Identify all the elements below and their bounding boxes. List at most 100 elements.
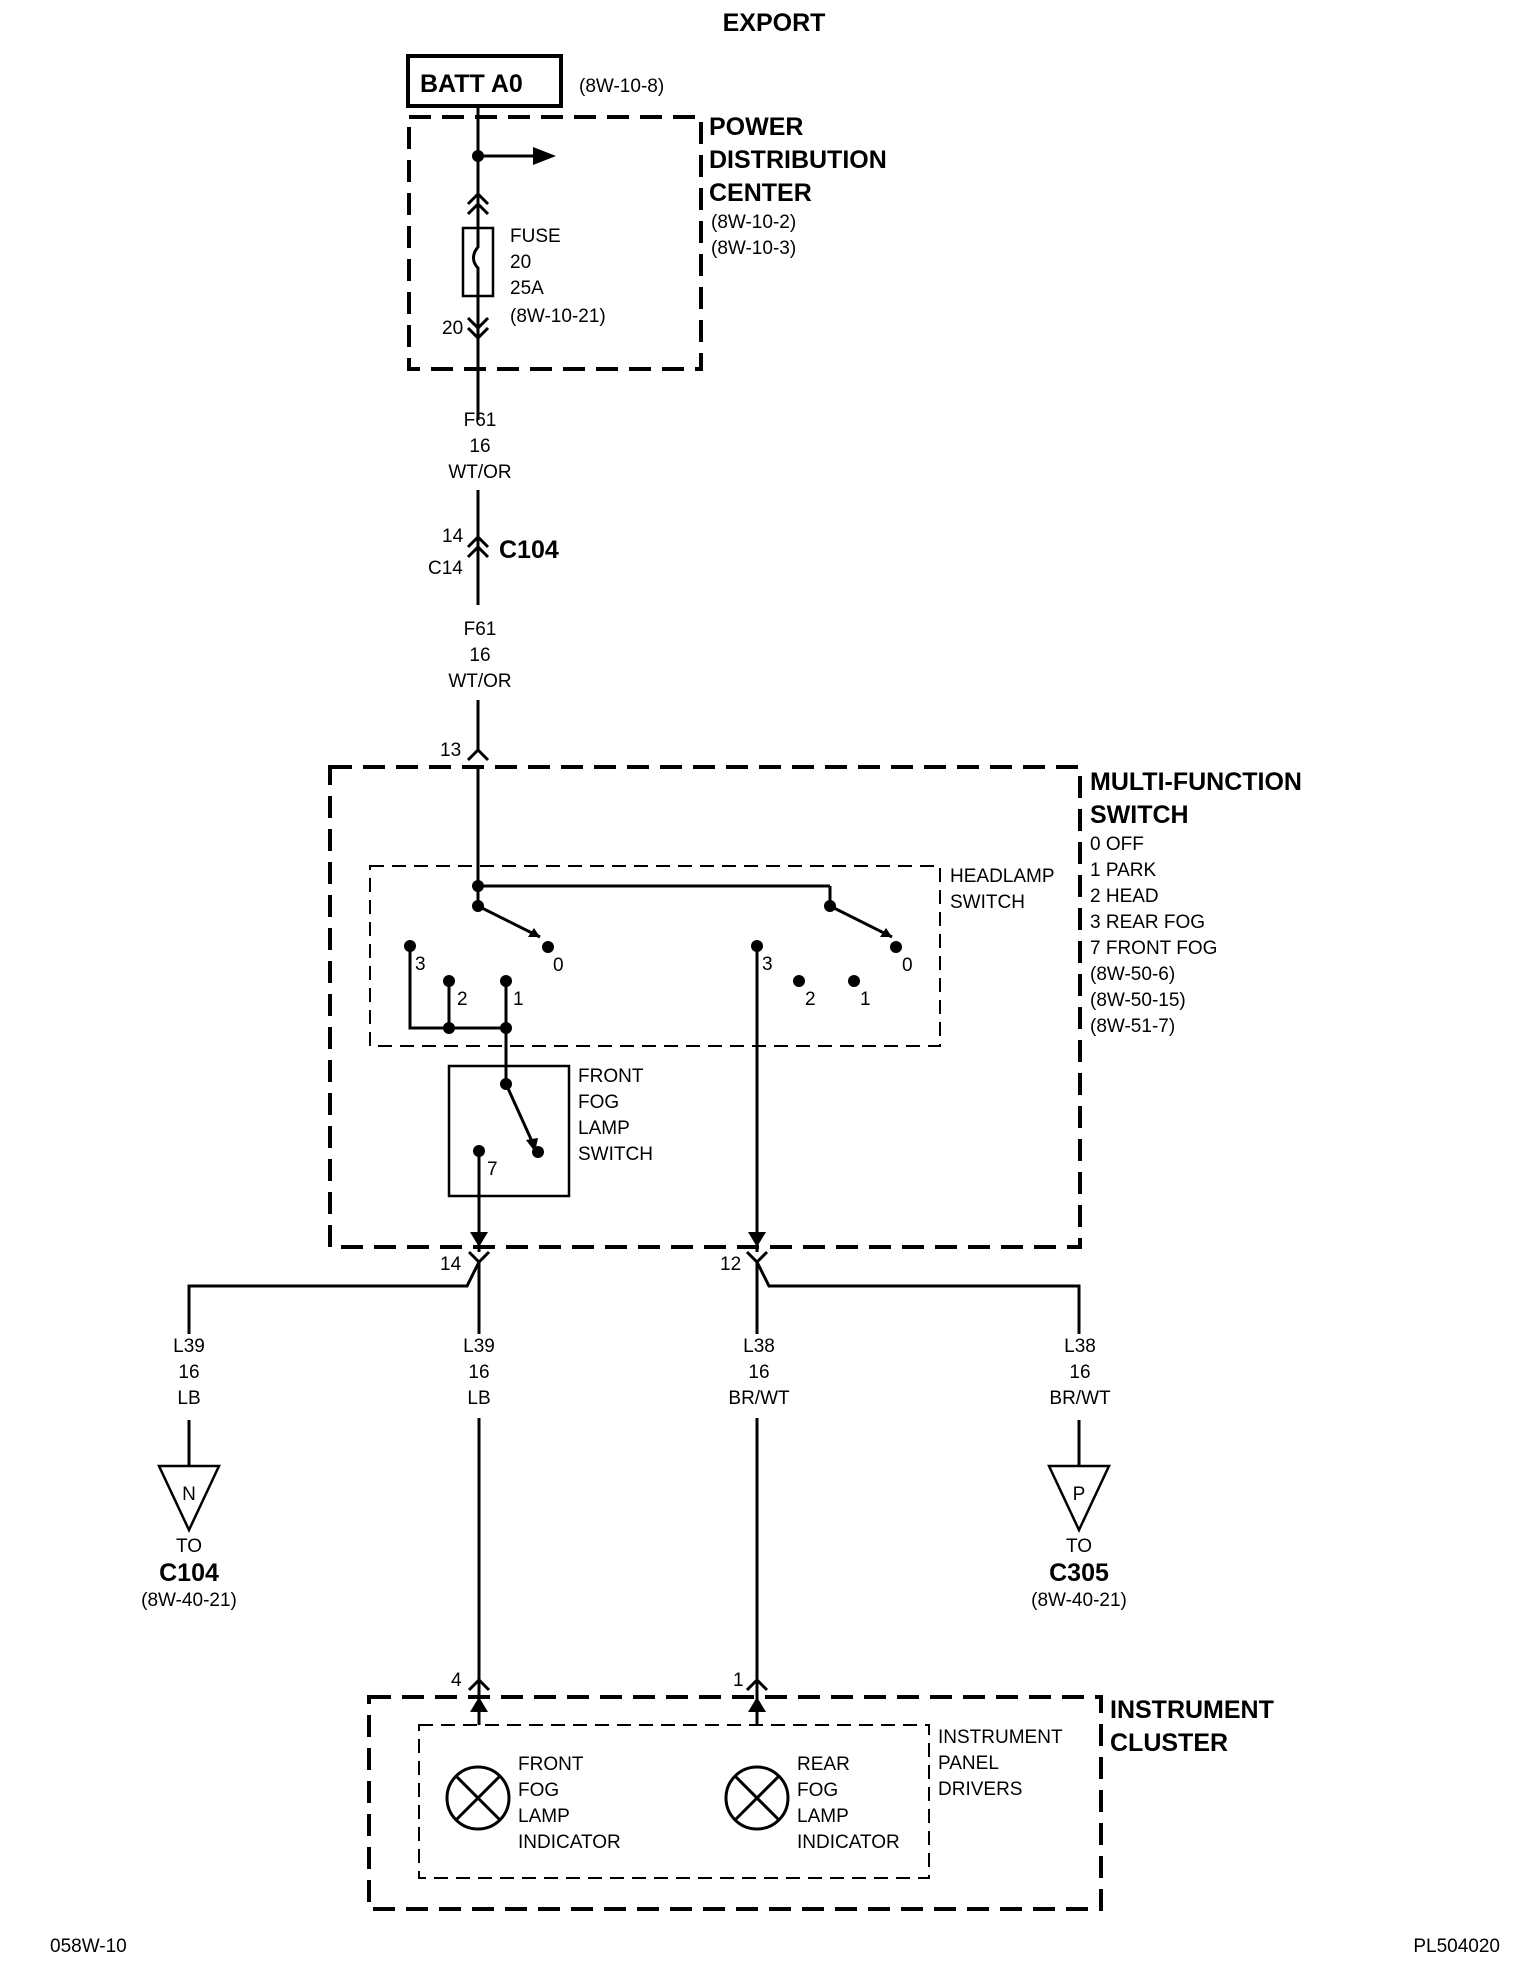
wire-2-color: BR/WT — [728, 1388, 790, 1409]
destination-n-triangle — [157, 1464, 221, 1533]
front-fog-wiper-arm — [504, 1083, 537, 1149]
mfs-pin-14: 14 — [440, 1254, 462, 1275]
wire-label-l39-main: L39 16 LB — [463, 1336, 495, 1409]
wire-0-gauge: 16 — [178, 1362, 199, 1383]
pdc-ref-1: (8W-10-2) — [711, 212, 796, 233]
front-fog-switch-label-2: FOG — [578, 1092, 619, 1113]
fuse-element — [472, 228, 480, 296]
rear-indicator-feed-arrow — [748, 1697, 766, 1712]
front-fog-indicator-lamp-cross — [454, 1774, 502, 1822]
c104-pin-bottom: C14 — [428, 558, 463, 579]
right-wiper-arrow — [880, 928, 892, 937]
fuse-label-line-3: 25A — [510, 278, 544, 299]
f61-upper-gauge: 16 — [469, 436, 490, 457]
cluster-pin-1-chevron — [745, 1677, 769, 1692]
destination-p-to: TO — [1066, 1536, 1092, 1557]
instrument-cluster-box — [367, 1695, 1103, 1911]
left-wiper-arm — [477, 904, 541, 939]
right-contact-0-label: 0 — [902, 955, 913, 976]
mfs-pin-13: 13 — [440, 740, 461, 761]
l39-branch-wire — [187, 1261, 481, 1334]
c104-name: C104 — [499, 536, 559, 564]
wire-0-color: LB — [177, 1388, 200, 1409]
destination-n-letter: N — [182, 1484, 196, 1505]
left-contact-0 — [542, 941, 554, 953]
rear-indicator-label-1: REAR — [797, 1754, 850, 1775]
front-indicator-label-2: FOG — [518, 1780, 559, 1801]
branch-arrow-icon — [533, 147, 556, 165]
f61-upper-circuit: F61 — [464, 410, 497, 431]
wire-label-l38-main: L38 16 BR/WT — [728, 1336, 790, 1409]
wire-3-color: BR/WT — [1049, 1388, 1111, 1409]
fuse-pin-number: 20 — [442, 318, 463, 339]
right-contact-2-label: 2 — [805, 989, 816, 1010]
destination-p-ref: (8W-40-21) — [1031, 1590, 1127, 1611]
mfs-ref-2: (8W-50-15) — [1090, 990, 1186, 1011]
rear-indicator-label-4: INDICATOR — [797, 1832, 900, 1853]
destination-p-letter: P — [1073, 1484, 1086, 1505]
rear-fog-indicator-lamp-icon — [724, 1765, 790, 1831]
wire-3-gauge: 16 — [1069, 1362, 1090, 1383]
mfs-ref-1: (8W-50-6) — [1090, 964, 1175, 985]
front-fog-contact-7-label: 7 — [487, 1159, 498, 1180]
pdc-ref-2: (8W-10-3) — [711, 238, 796, 259]
front-fog-indicator-lamp-icon — [445, 1765, 511, 1831]
mfs-name-line-2: SWITCH — [1090, 801, 1189, 829]
pdc-name-line-2: DISTRIBUTION — [709, 146, 887, 174]
wire-1-gauge: 16 — [468, 1362, 489, 1383]
mfs-pin-12: 12 — [720, 1254, 741, 1275]
front-fog-contact-target — [532, 1146, 544, 1158]
wire-label-l38-right: L38 16 BR/WT — [1049, 1336, 1111, 1409]
panel-drivers-box — [418, 1724, 930, 1879]
mfs-name-line-1: MULTI-FUNCTION — [1090, 768, 1302, 796]
batt-ref: (8W-10-8) — [579, 76, 664, 97]
mfs-pin-14-chevron — [467, 1250, 491, 1265]
panel-drivers-label-3: DRIVERS — [938, 1779, 1022, 1800]
front-fog-switch-label-1: FRONT — [578, 1066, 644, 1087]
mfs-position-4: 7 FRONT FOG — [1090, 938, 1217, 959]
destination-n-ref: (8W-40-21) — [141, 1590, 237, 1611]
fuse-connector-top-chevron — [466, 191, 490, 216]
left-contact-3-label: 3 — [415, 954, 426, 975]
c104-chevron — [466, 534, 490, 559]
right-contact-3-label: 3 — [762, 954, 773, 975]
headlamp-switch-label-2: SWITCH — [950, 892, 1025, 913]
destination-p-connector: C305 — [1049, 1559, 1109, 1587]
rear-indicator-label-2: FOG — [797, 1780, 838, 1801]
fuse-label-line-2: 20 — [510, 252, 531, 273]
mfs-position-0: 0 OFF — [1090, 834, 1144, 855]
wire-3-circuit: L38 — [1064, 1336, 1096, 1357]
cluster-name-line-1: INSTRUMENT — [1110, 1696, 1274, 1724]
left-contact-0-label: 0 — [553, 955, 564, 976]
mfs-position-2: 2 HEAD — [1090, 886, 1159, 907]
f61-upper-color: WT/OR — [448, 462, 511, 483]
batt-label: BATT A0 — [420, 70, 523, 98]
wire-1-circuit: L39 — [463, 1336, 495, 1357]
cluster-name-line-2: CLUSTER — [1110, 1729, 1228, 1757]
front-indicator-label-4: INDICATOR — [518, 1832, 621, 1853]
front-fog-switch-label-4: SWITCH — [578, 1144, 653, 1165]
mfs-pin-12-chevron — [745, 1250, 769, 1265]
mfs-position-3: 3 REAR FOG — [1090, 912, 1205, 933]
destination-p-triangle — [1047, 1464, 1111, 1533]
right-contact-1 — [848, 975, 860, 987]
f61-lower-color: WT/OR — [448, 671, 511, 692]
f61-lower-circuit: F61 — [464, 619, 497, 640]
fuse-label-line-1: FUSE — [510, 226, 561, 247]
front-fog-output-arrow — [470, 1232, 488, 1247]
front-fog-switch-box — [447, 1064, 571, 1198]
headlamp-switch-label-1: HEADLAMP — [950, 866, 1055, 887]
pdc-box — [407, 115, 703, 371]
pdc-name-line-3: CENTER — [709, 179, 812, 207]
left-wiper-arrow — [528, 928, 540, 937]
headlamp-switch-box — [369, 865, 941, 1047]
mfs-ref-3: (8W-51-7) — [1090, 1016, 1175, 1037]
f61-lower-gauge: 16 — [469, 645, 490, 666]
wire-label-l39-left: L39 16 LB — [173, 1336, 205, 1409]
footer-left-code: 058W-10 — [50, 1936, 127, 1957]
front-fog-switch-label-3: LAMP — [578, 1118, 630, 1139]
cluster-pin-4: 4 — [451, 1670, 462, 1691]
right-contact-0 — [890, 941, 902, 953]
mfs-position-1: 1 PARK — [1090, 860, 1157, 881]
front-indicator-feed-arrow — [470, 1697, 488, 1712]
